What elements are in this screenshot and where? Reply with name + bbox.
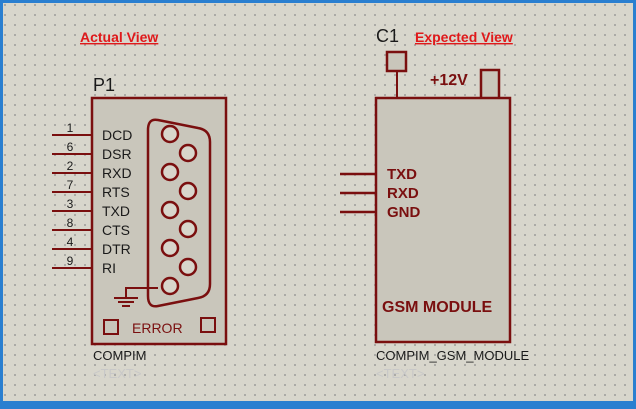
compim-pin-name: RI [102, 260, 116, 276]
compim-pin-name: RXD [102, 165, 132, 181]
compim-pin-name: RTS [102, 184, 130, 200]
db9-pin-hole [178, 181, 198, 201]
compim-pin-number: 7 [67, 178, 74, 192]
p1-reference-label[interactable]: P1 [93, 75, 115, 95]
gsm-pin-name: TXD [387, 166, 417, 183]
db9-connector-icon [146, 118, 212, 308]
compim-pin-name: DSR [102, 146, 132, 162]
db9-pin-hole [160, 276, 180, 296]
gsm-text-placeholder: <TEXT> [376, 366, 424, 381]
error-status-label: ERROR [132, 320, 183, 336]
gsm-pin-name: GND [387, 204, 421, 221]
gsm-module-label: GSM MODULE [382, 299, 493, 316]
compim-pin-number: 8 [67, 216, 74, 230]
compim-pins: 1 DCD 6 DSR 2 RXD 7 RTS 3 TXD 8 CTS 4 DTR 9 RI [52, 121, 132, 276]
compim-pin-name: CTS [102, 222, 130, 238]
compim-text-placeholder: <TEXT> [93, 366, 141, 381]
db9-pin-hole [178, 257, 198, 277]
db9-pin-hole [178, 143, 198, 163]
db9-pin-hole [160, 200, 180, 220]
compim-pin-number: 4 [67, 235, 74, 249]
db9-pin-hole [160, 238, 180, 258]
compim-pin-number: 6 [67, 140, 74, 154]
gsm-pin-name: RXD [387, 185, 419, 202]
status-left-box [103, 319, 119, 335]
compim-pin-name: DCD [102, 127, 132, 143]
gsm-module-body[interactable] [374, 96, 512, 344]
compim-body[interactable] [90, 96, 228, 346]
expected-view-heading: Expected View [415, 29, 513, 45]
compim-pin-number: 3 [67, 197, 74, 211]
compim-part-name: COMPIM [93, 348, 146, 363]
gsm-module-pins: TXD RXD GND [340, 166, 421, 221]
compim-component[interactable]: 1 DCD 6 DSR 2 RXD 7 RTS 3 TXD 8 CTS 4 DTR 9 RI ERROR [52, 96, 228, 346]
power-label: +12V [430, 72, 468, 89]
compim-pin-number: 9 [67, 254, 74, 268]
compim-pin-number: 2 [67, 159, 74, 173]
gsm-module-component[interactable]: +12V TXD RXD GND GSM MODULE [340, 50, 512, 344]
actual-view-heading: Actual View [80, 29, 158, 45]
c1-terminal[interactable] [385, 50, 408, 73]
compim-pin-name: TXD [102, 203, 130, 219]
ground-icon [114, 287, 158, 307]
db9-pin-hole [178, 219, 198, 239]
db9-pin-hole [160, 162, 180, 182]
db9-pin-hole [160, 124, 180, 144]
gsm-part-name: COMPIM_GSM_MODULE [376, 348, 529, 363]
c1-reference-label[interactable]: C1 [376, 26, 399, 46]
status-right-box [200, 317, 216, 333]
compim-pin-number: 1 [67, 121, 74, 135]
compim-pin-name: DTR [102, 241, 131, 257]
